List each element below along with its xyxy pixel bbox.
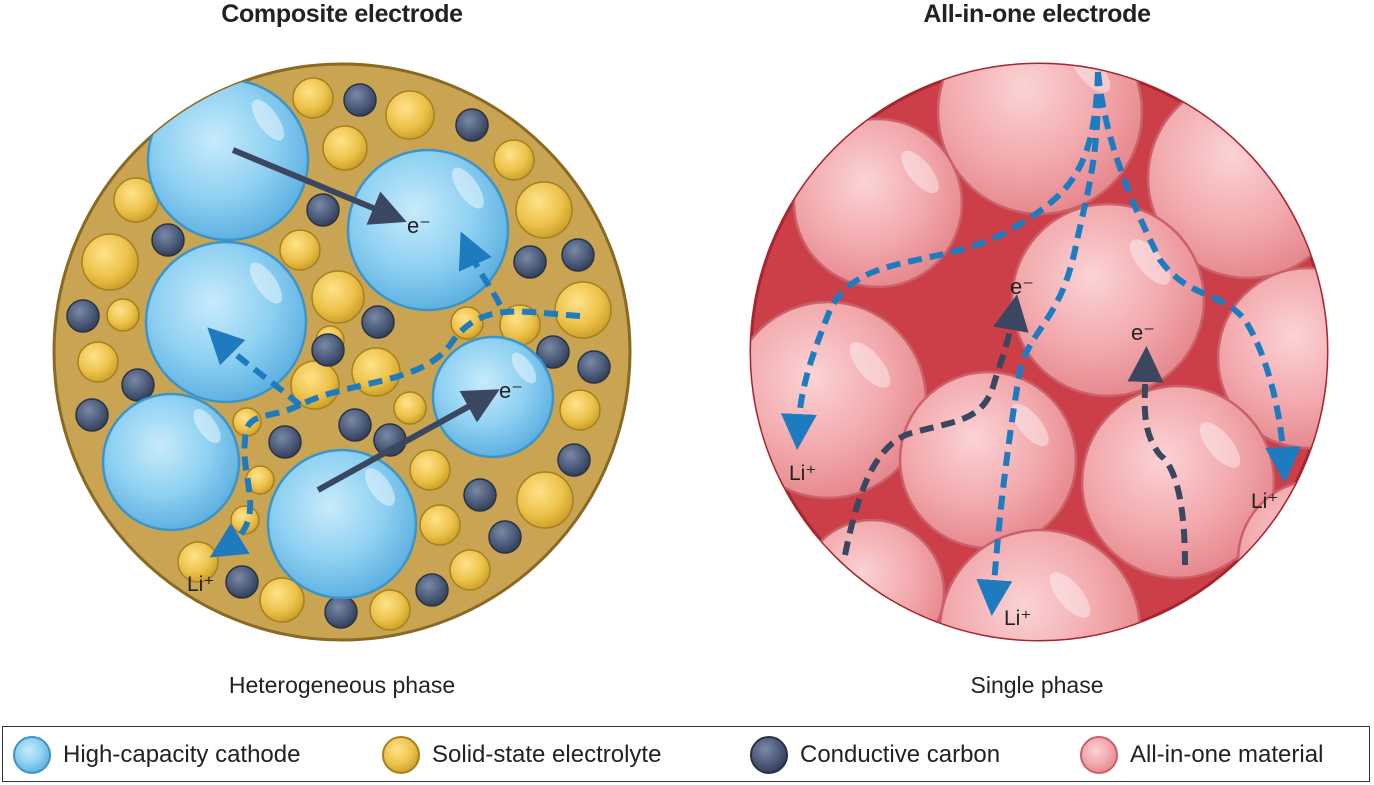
composite-electrode: [52, 62, 632, 642]
ion-paths-left: [207, 231, 581, 558]
legend-label: All-in-one material: [1130, 741, 1324, 768]
legend-label: Solid-state electrolyte: [432, 741, 662, 768]
lithium-label: Li⁺: [789, 462, 816, 485]
electron-paths-right: [842, 294, 1188, 566]
composite-electrode-title: Composite electrode: [221, 0, 463, 28]
ion-paths-right: [780, 71, 1302, 616]
electron-arrows-left: [231, 147, 500, 493]
legend-item-all-in-one: All-in-one material: [1078, 727, 1323, 783]
legend-item-cathode: High-capacity cathode: [11, 727, 300, 783]
electron-label: e⁻: [1131, 320, 1155, 345]
heterogeneous-phase-caption: Heterogeneous phase: [228, 672, 456, 698]
electron-label: e⁻: [499, 378, 523, 403]
electrolyte-particles: [77, 77, 612, 631]
electron-label: e⁻: [407, 213, 431, 238]
lithium-label: Li⁺: [1251, 490, 1278, 513]
electrolyte-particle-icon: [382, 736, 420, 774]
all-in-one-electrode: [749, 62, 1329, 642]
carbon-particle-icon: [750, 736, 788, 774]
legend-item-electrolyte: Solid-state electrolyte: [380, 727, 661, 783]
electron-label: e⁻: [1010, 274, 1034, 299]
legend-item-carbon: Conductive carbon: [748, 727, 1000, 783]
all-in-one-particles: [751, 64, 1327, 640]
single-phase-caption: Single phase: [970, 672, 1104, 698]
all-in-one-particle-icon: [1080, 736, 1118, 774]
legend-label: Conductive carbon: [800, 741, 1001, 768]
cathode-particle-icon: [13, 736, 51, 774]
carbon-particles: [66, 83, 611, 629]
legend: High-capacity cathode Solid-state electr…: [2, 726, 1370, 782]
legend-label: High-capacity cathode: [63, 741, 301, 768]
lithium-label: Li⁺: [1004, 607, 1031, 630]
electrode-diagram: e⁻ e⁻ Li⁺ e⁻ e⁻ Li⁺ Li⁺ Li⁺: [52, 62, 1329, 642]
all-in-one-electrode-title: All-in-one electrode: [923, 0, 1151, 28]
cathode-particles: [101, 78, 555, 600]
lithium-label: Li⁺: [187, 573, 214, 596]
